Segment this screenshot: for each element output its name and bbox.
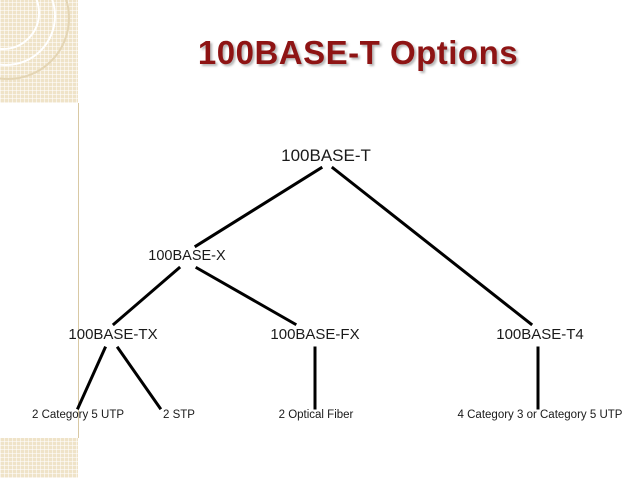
band-bottom-texture <box>0 438 78 478</box>
tree-leaf-optical-fiber: 2 Optical Fiber <box>278 409 354 421</box>
tree-node-100base-x: 100BASE-X <box>148 248 226 264</box>
tree-leaf-stp: 2 STP <box>163 409 195 421</box>
page-title: 100BASE-T Options <box>197 34 519 71</box>
tree-leaf-category-3-or-5-utp: 4 Category 3 or Category 5 UTP <box>457 409 623 421</box>
decorative-left-band <box>0 0 79 478</box>
tree-node-100base-tx: 100BASE-TX <box>68 326 158 343</box>
tree-node-root: 100BASE-T <box>281 146 371 165</box>
tree-node-100base-t4: 100BASE-T4 <box>496 326 584 343</box>
band-middle-block <box>0 103 79 438</box>
tree-leaf-category-5-utp: 2 Category 5 UTP <box>31 409 125 421</box>
tree-node-100base-fx: 100BASE-FX <box>270 326 360 343</box>
